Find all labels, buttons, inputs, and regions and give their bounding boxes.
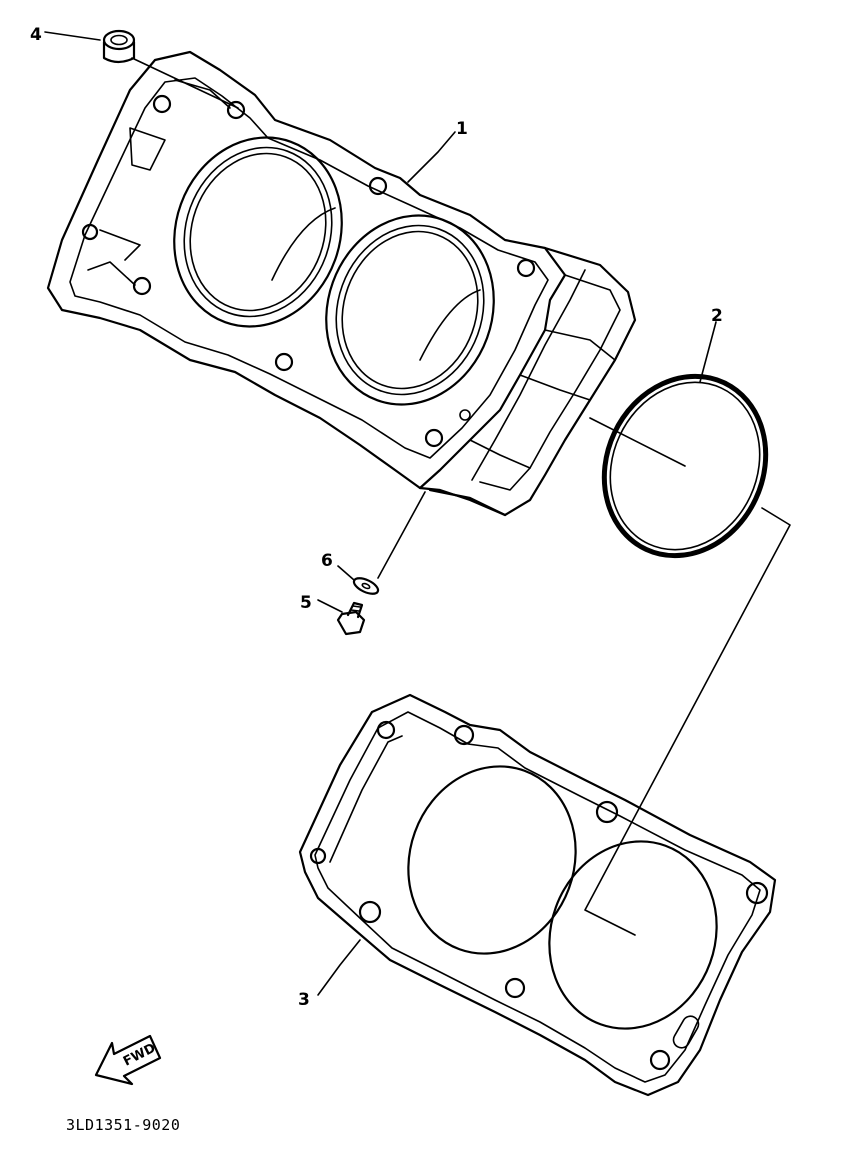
cylinder-gasket bbox=[298, 693, 777, 1097]
leader-lines bbox=[44, 31, 791, 996]
callout-2: 2 bbox=[711, 306, 723, 326]
bolt bbox=[336, 601, 366, 636]
dowel-pin bbox=[102, 29, 136, 64]
fwd-arrow: FWD bbox=[94, 1034, 162, 1086]
callout-6: 6 bbox=[321, 551, 333, 571]
callout-4: 4 bbox=[30, 25, 42, 45]
diagram-code: 3LD1351-9020 bbox=[66, 1116, 180, 1134]
washer bbox=[352, 577, 380, 595]
fwd-label: FWD bbox=[121, 1041, 158, 1070]
callout-1: 1 bbox=[456, 119, 468, 139]
o-ring bbox=[601, 373, 769, 559]
cylinder-block bbox=[46, 50, 637, 517]
callout-5: 5 bbox=[300, 593, 312, 613]
callout-3: 3 bbox=[298, 990, 310, 1010]
